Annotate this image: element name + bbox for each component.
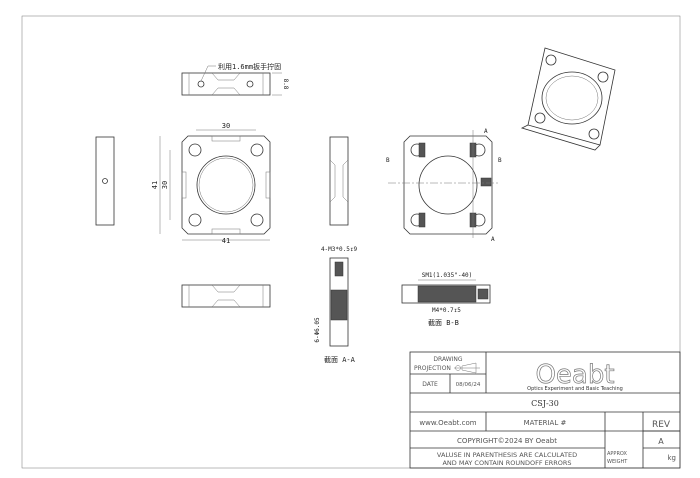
- wrench-note: 利用1.6mm扳手拧固: [218, 62, 281, 71]
- drawing-frame: [21, 15, 681, 469]
- date-value: 08/06/24: [456, 382, 481, 388]
- top-view: 利用1.6mm扳手拧固 8.8: [181, 62, 289, 96]
- bottom-view: [181, 284, 271, 308]
- section-b-right: B: [498, 157, 502, 164]
- sectioned-front-view: A A B B: [386, 128, 502, 243]
- hole-dim: 6-Φ6.05: [314, 317, 321, 343]
- section-aa-label: 截面 A-A: [324, 355, 356, 364]
- section-a-top: A: [484, 128, 488, 135]
- approx-label: APPROX: [607, 451, 628, 457]
- dim-30-top: 30: [222, 122, 230, 130]
- dim-41-side: 41: [151, 181, 159, 189]
- projection-symbol-icon: [454, 362, 480, 374]
- disclaimer-line1: VALUSE IN PARENTHESIS ARE CALCULATED: [437, 451, 577, 459]
- projection-label: PROJECTION: [414, 365, 451, 372]
- left-side-view: [95, 136, 115, 226]
- thickness-dim: 8.8: [282, 79, 289, 90]
- dim-30-side: 30: [161, 181, 169, 189]
- isometric-view: [520, 47, 616, 151]
- date-label: DATE: [422, 381, 438, 388]
- website: www.Oeabt.com: [419, 419, 476, 427]
- thread-m3-note: 4-M3*0.5↧9: [321, 246, 358, 253]
- material-label: MATERIAL #: [524, 419, 567, 427]
- section-bb-label: 截面 B-B: [428, 318, 459, 327]
- front-view: 30 41 30 41: [151, 122, 271, 245]
- dim-41-bottom: 41: [222, 237, 230, 245]
- weight-unit: kg: [668, 454, 677, 462]
- section-a-bottom: A: [491, 236, 495, 243]
- rev-value: A: [658, 437, 664, 446]
- disclaimer-line2: AND MAY CONTAIN ROUNDOFF ERRORS: [442, 459, 571, 467]
- thread-m4-note: M4*0.7↧5: [432, 307, 461, 314]
- section-bb-view: SM1(1.035"-40) M4*0.7↧5 截面 B-B: [401, 272, 491, 327]
- brand-logo: Oeabt: [535, 360, 614, 390]
- weight-label: WEIGHT: [607, 459, 628, 465]
- right-side-view: [329, 136, 349, 226]
- brand-tagline: Optics Experiment and Basic Teaching: [527, 386, 623, 392]
- copyright: COPYRIGHT©2024 BY Oeabt: [457, 437, 557, 445]
- title-block: DRAWING PROJECTION DATE 08/06/24 Oeabt O…: [409, 351, 681, 469]
- part-number: CSJ-30: [531, 399, 559, 408]
- section-aa-view: 4-M3*0.5↧9 6-Φ6.05 截面 A-A: [314, 246, 357, 364]
- section-b-left: B: [386, 157, 390, 164]
- thread-sm1-note: SM1(1.035"-40): [422, 272, 473, 279]
- rev-label: REV: [652, 420, 671, 430]
- drawing-label: DRAWING: [433, 356, 463, 363]
